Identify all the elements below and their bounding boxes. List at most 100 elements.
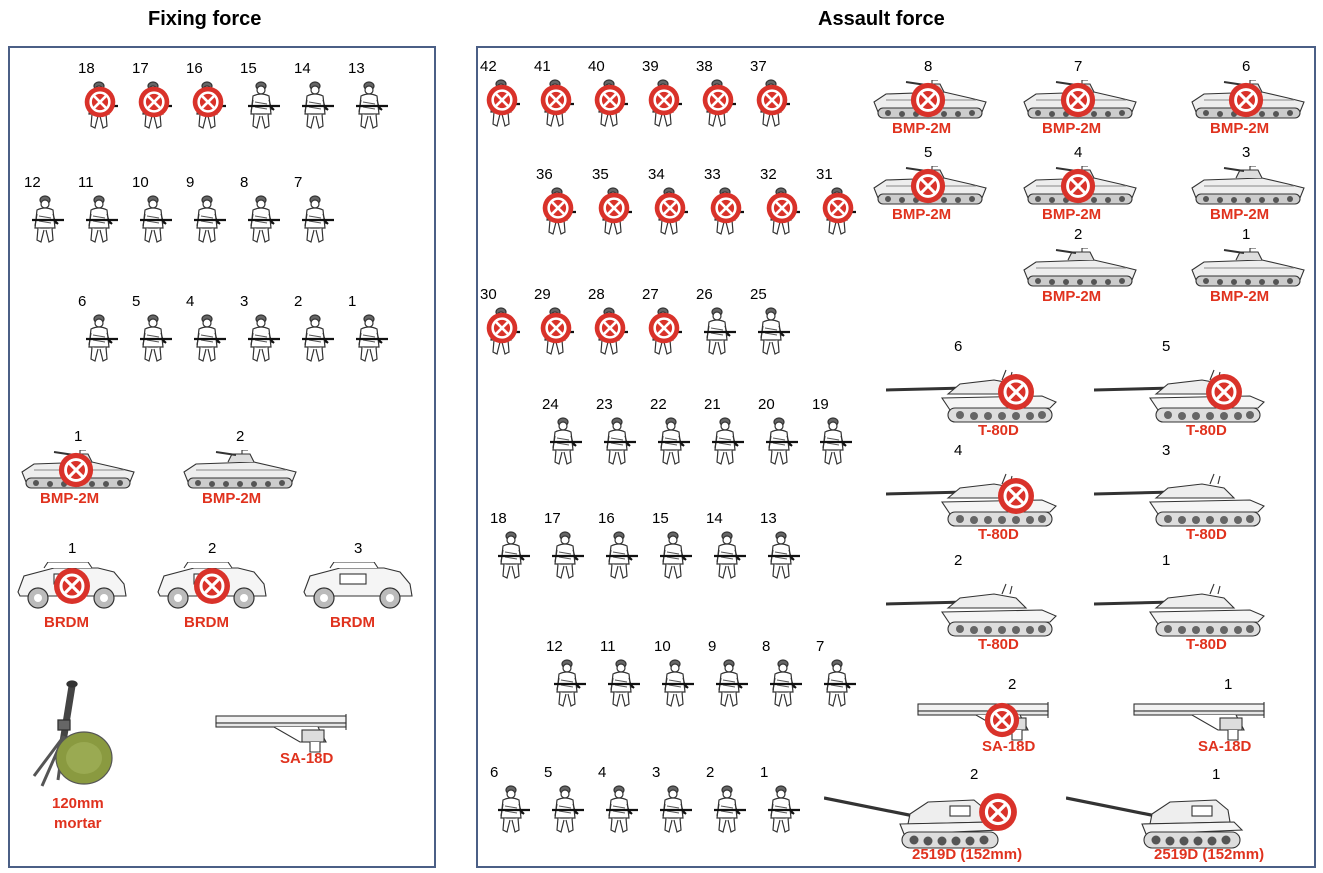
unit-number: 14	[294, 60, 311, 77]
unit-label: BRDM	[44, 614, 89, 631]
unit-number: 4	[186, 293, 195, 310]
unit-number: 1	[1242, 226, 1251, 243]
destroyed-x-icon	[539, 311, 573, 345]
destroyed-x-icon	[1204, 372, 1244, 412]
destroyed-x-icon	[701, 83, 735, 117]
soldier-icon	[28, 194, 66, 244]
unit-number: 3	[652, 764, 661, 781]
unit-number: 27	[642, 286, 659, 303]
unit-number: 13	[348, 60, 365, 77]
unit-number: 16	[598, 510, 615, 527]
soldier-icon	[298, 80, 336, 130]
unit-number: 7	[294, 174, 303, 191]
soldier-icon	[136, 194, 174, 244]
unit-number: 29	[534, 286, 551, 303]
unit-number: 2	[1074, 226, 1083, 243]
t80-tank-icon	[1094, 472, 1266, 530]
soldier-icon	[546, 416, 584, 466]
unit-number: 2	[236, 428, 245, 445]
t80-tank-icon	[1094, 582, 1266, 640]
unit-label: BRDM	[184, 614, 229, 631]
destroyed-x-icon	[1059, 81, 1097, 119]
mortar-label-line1: 120mm	[52, 795, 104, 812]
unit-number: 32	[760, 166, 777, 183]
unit-label: BMP-2M	[1042, 120, 1102, 137]
unit-number: 9	[708, 638, 717, 655]
unit-label: 2519D (152mm)	[1154, 846, 1265, 863]
unit-number: 9	[186, 174, 195, 191]
unit-number: 20	[758, 396, 775, 413]
soldier-icon	[190, 313, 228, 363]
unit-label: BMP-2M	[1210, 206, 1270, 223]
unit-number: 25	[750, 286, 767, 303]
soldier-icon	[658, 658, 696, 708]
unit-number: 42	[480, 58, 497, 75]
soldier-icon	[136, 313, 174, 363]
unit-label: T-80D	[978, 422, 1019, 439]
unit-label: T-80D	[1186, 636, 1227, 653]
unit-number: 37	[750, 58, 767, 75]
soldier-icon	[762, 416, 800, 466]
brdm-icon	[300, 562, 416, 610]
unit-number: 35	[592, 166, 609, 183]
destroyed-x-icon	[647, 311, 681, 345]
assault-force-title: Assault force	[818, 8, 945, 30]
soldier-icon	[712, 658, 750, 708]
bmp-icon	[1016, 248, 1140, 288]
soldier-icon	[244, 194, 282, 244]
soldier-icon	[602, 784, 640, 834]
unit-number: 6	[1242, 58, 1251, 75]
unit-number: 6	[954, 338, 963, 355]
soldier-icon	[820, 658, 858, 708]
2s19-howitzer-icon	[824, 788, 1002, 850]
unit-number: 8	[924, 58, 933, 75]
unit-number: 28	[588, 286, 605, 303]
soldier-icon	[548, 784, 586, 834]
unit-number: 2	[970, 766, 979, 783]
unit-label: BMP-2M	[1210, 288, 1270, 305]
unit-number: 23	[596, 396, 613, 413]
unit-number: 2	[294, 293, 303, 310]
soldier-icon	[600, 416, 638, 466]
unit-number: 2	[1008, 676, 1017, 693]
unit-number: 5	[544, 764, 553, 781]
fixing-force-title: Fixing force	[148, 8, 262, 30]
destroyed-x-icon	[996, 372, 1036, 412]
soldier-icon	[82, 313, 120, 363]
soldier-icon	[494, 530, 532, 580]
destroyed-x-icon	[977, 791, 1019, 833]
unit-number: 15	[652, 510, 669, 527]
unit-number: 1	[1212, 766, 1221, 783]
soldier-icon	[710, 530, 748, 580]
unit-label: T-80D	[1186, 526, 1227, 543]
unit-number: 1	[1224, 676, 1233, 693]
unit-label: SA-18D	[1198, 738, 1252, 755]
destroyed-x-icon	[1059, 167, 1097, 205]
unit-number: 36	[536, 166, 553, 183]
unit-label: BMP-2M	[1210, 120, 1270, 137]
soldier-icon	[708, 416, 746, 466]
destroyed-x-icon	[909, 81, 947, 119]
unit-number: 1	[68, 540, 77, 557]
unit-label: SA-18D	[280, 750, 334, 767]
unit-number: 3	[1162, 442, 1171, 459]
unit-label: BMP-2M	[1042, 206, 1102, 223]
soldier-icon	[298, 194, 336, 244]
unit-number: 22	[650, 396, 667, 413]
destroyed-x-icon	[57, 451, 95, 489]
unit-number: 10	[654, 638, 671, 655]
unit-number: 13	[760, 510, 777, 527]
unit-number: 11	[600, 638, 616, 655]
unit-label: BRDM	[330, 614, 375, 631]
unit-label: T-80D	[1186, 422, 1227, 439]
unit-number: 2	[954, 552, 963, 569]
soldier-icon	[352, 313, 390, 363]
unit-number: 11	[78, 174, 94, 191]
soldier-icon	[244, 313, 282, 363]
destroyed-x-icon	[821, 191, 855, 225]
unit-number: 41	[534, 58, 551, 75]
unit-label: T-80D	[978, 526, 1019, 543]
unit-number: 18	[490, 510, 507, 527]
destroyed-x-icon	[541, 191, 575, 225]
unit-number: 2	[208, 540, 217, 557]
